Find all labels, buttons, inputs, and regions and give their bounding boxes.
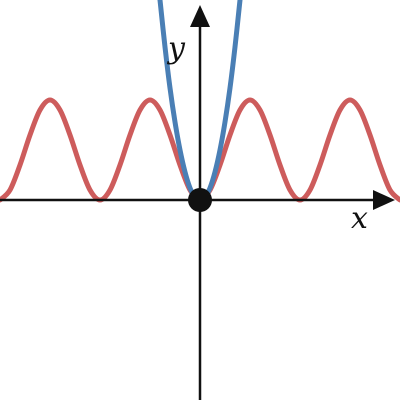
x-axis-arrowhead bbox=[373, 190, 395, 210]
origin-marker bbox=[188, 188, 212, 212]
y-axis-arrowhead bbox=[190, 5, 210, 27]
y-axis-label: y bbox=[166, 31, 186, 66]
x-axis-label: x bbox=[351, 201, 368, 236]
